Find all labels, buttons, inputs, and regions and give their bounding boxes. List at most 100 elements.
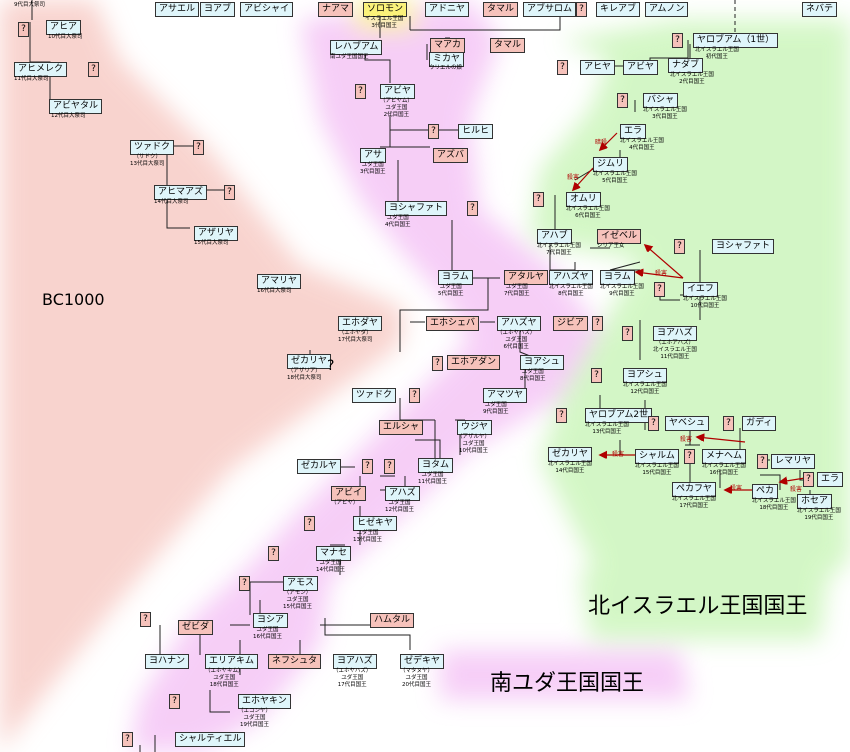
caption-manasseh: ユダ王国 14代目国王: [316, 560, 345, 573]
unknown-person-16: ?: [591, 368, 602, 383]
unknown-person-4: ?: [355, 84, 366, 99]
caption-azaria: 15代目大祭司: [194, 240, 229, 246]
person-zadok: ツァドク: [130, 140, 175, 155]
caption-zechariah_n: 北イスラエル王国 14代目国王: [548, 461, 592, 474]
unknown-person-17: ?: [556, 408, 567, 423]
person-jehu: イエフ: [683, 282, 718, 297]
caption-ahimaaz: 14代目大祭司: [154, 199, 189, 205]
caption-shallum: 北イスラエル王国 15代目国王: [635, 463, 679, 476]
person-abi: アビイ: [331, 486, 367, 501]
person-solomon: ソロモン: [363, 2, 408, 17]
person-eliakim: エリアキム: [205, 654, 259, 669]
person-jehoahaz_n: ヨアハズ: [653, 326, 697, 341]
unknown-person-28: ?: [268, 546, 279, 561]
person-gadi: ガディ: [742, 416, 777, 431]
caption-hephzibah: ユダ王国 13代目国王: [353, 530, 382, 543]
person-omri: オムリ: [566, 192, 601, 207]
caption-nadav: 北イスラエル王国 2代目国王: [670, 72, 714, 85]
unknown-person-6: ?: [467, 201, 478, 216]
priest-band: [0, 0, 405, 752]
caption-abi: （アビヤ）: [331, 500, 359, 506]
caption-zedekiah: （マタヌヤ） ユダ王国 20代目国王: [400, 668, 434, 688]
person-amon: アモス: [283, 576, 319, 591]
caption-amaziah: ユダ王国 9代目国王: [483, 402, 509, 415]
person-jedida: ゼビダ: [178, 620, 214, 635]
person-remaliah: レマリヤ: [771, 454, 816, 469]
person-amaziah: アマツヤ: [483, 388, 528, 403]
unknown-person-26: ?: [432, 356, 443, 371]
caption-asa: ユダ王国 3代目国王: [360, 162, 386, 175]
person-abiya: アビヤ: [380, 84, 416, 99]
person-jehoahaz: ヨアハズ: [333, 654, 377, 669]
unknown-person-9: ?: [557, 60, 568, 75]
unknown-person-18: ?: [648, 416, 659, 431]
caption-pekah: 北イスラエル王国 18代目国王: [752, 498, 796, 511]
caption-mikaya: ウリエルの娘: [429, 65, 463, 71]
caption-zimri: 北イスラエル王国 5代目国王: [593, 171, 637, 184]
person-amaria: アマリヤ: [257, 274, 302, 289]
caption-jotham: ユダ王国 11代目国王: [418, 472, 447, 485]
murder-label-3: 殺害: [612, 451, 625, 458]
south-kingdom-title: 南ユダ王国国王: [490, 671, 645, 696]
unknown-person-24: ?: [362, 459, 373, 474]
person-joash_n: ヨアシュ: [623, 368, 667, 383]
person-zechariah_p: ゼカリヤ: [287, 354, 332, 369]
person-maaka: マアカ: [430, 38, 466, 53]
person-ahimaaz: アヒマアズ: [154, 185, 208, 200]
unknown-person-19: ?: [723, 416, 734, 431]
person-rehavam: レハブアム: [330, 40, 383, 55]
person-avishai: アビシャイ: [240, 2, 294, 17]
assassination-label: 暗殺: [595, 139, 608, 146]
caption-abiya: （アビヤム） ユダ王国 2代目国王: [380, 98, 413, 118]
person-ataliya: アタルヤ: [504, 270, 549, 285]
caption-jehoahaz: （エホヤハズ） ユダ王国 17代目国王: [333, 668, 372, 688]
caption-hoshea: 北イスラエル王国 19代目国王: [797, 508, 841, 521]
person-hamutal: ハムタル: [370, 613, 415, 628]
person-shealtiel: シャルティエル: [175, 732, 246, 747]
person-jehoshaphat2: ヨシャファト: [712, 239, 775, 254]
person-asael: アサエル: [155, 2, 200, 17]
unknown-person-32: ?: [122, 732, 133, 747]
person-jerusha: エルシャ: [379, 420, 424, 435]
person-ahia: アヒア: [46, 20, 82, 35]
person-yavesh: ヤベシュ: [665, 416, 710, 431]
person-joram: ヨラム: [438, 270, 473, 285]
person-hilhi: ヒルヒ: [458, 124, 494, 139]
unknown-person-13: ?: [654, 282, 665, 297]
caption-zadok: （サドク） 13代目大祭司: [130, 154, 165, 167]
caption-menahem: 北イスラエル王国 16代目国王: [702, 463, 746, 476]
person-shallum: シャルム: [635, 449, 679, 464]
person-ela2: エラ: [817, 472, 844, 487]
person-basha: バシャ: [643, 93, 679, 108]
uncertain-mark: ?: [327, 358, 335, 374]
person-ahab: アハブ: [537, 229, 572, 244]
caption-joash_n: 北イスラエル王国 12代目国王: [623, 382, 667, 395]
caption-jehoiachin: （エコンヤ） ユダ王国 19代目国王: [238, 708, 272, 728]
caption-jehoahaz_n: （エホアハズ） 北イスラエル王国 11代目国王: [653, 340, 697, 360]
murder-label-6: 殺害: [790, 486, 803, 493]
person-amnon: アムノン: [645, 2, 689, 17]
person-kileav: キレアブ: [596, 2, 641, 17]
person-zibia: ジビア: [553, 316, 589, 331]
person-zechariah_n: ゼカリヤ: [548, 447, 593, 462]
person-tamar1: タマル: [483, 2, 519, 17]
person-ahaziah: アハズヤ: [497, 316, 541, 331]
unknown-person-5: ?: [428, 124, 439, 139]
unknown-person-25: ?: [384, 459, 395, 474]
person-asa: アサ: [360, 148, 387, 163]
caption-zechariah_p: （アザリア） 18代目大祭司: [287, 368, 322, 381]
person-adonia: アドニヤ: [425, 2, 470, 17]
caption-jeroboam1: 北イスラエル王国 初代国王: [695, 47, 739, 60]
person-nadav: ナダブ: [668, 58, 704, 73]
person-jehoshaphat: ヨシャファト: [385, 201, 448, 216]
murder-label-1: 殺害: [567, 174, 580, 181]
person-ahimelek: アヒメレク: [14, 62, 68, 77]
unknown-person-22: ?: [803, 472, 814, 487]
caption-ela: 北イスラエル王国 4代目国王: [620, 138, 664, 151]
person-zadok2: ツァドク: [352, 388, 397, 403]
caption-jeroboam2: 北イスラエル王国 13代目国王: [585, 422, 629, 435]
person-absalom: アブサロム: [523, 2, 577, 17]
person-ela: エラ: [620, 124, 647, 139]
